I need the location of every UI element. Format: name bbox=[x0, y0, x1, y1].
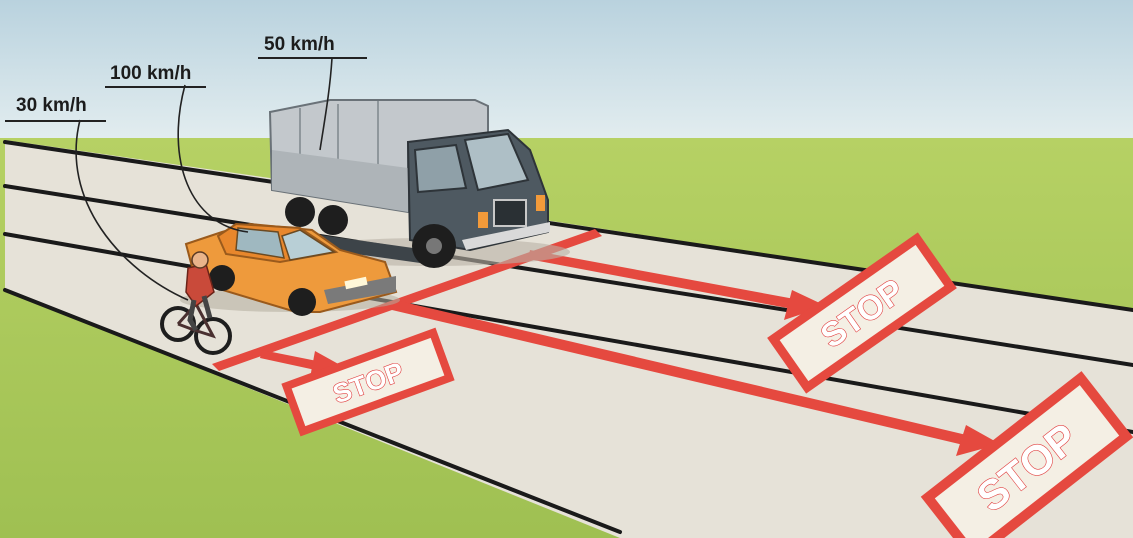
stopping-distance-markings bbox=[212, 229, 1000, 456]
leader-line-truck bbox=[319, 57, 333, 151]
bicycle-wheel-front bbox=[194, 317, 232, 355]
truck-windshield bbox=[463, 132, 530, 192]
truck bbox=[268, 99, 570, 268]
speed-label-cyclist: 30 km/h bbox=[16, 95, 87, 116]
car-windshield bbox=[281, 229, 336, 261]
sky bbox=[0, 0, 1133, 145]
label-leader-lines bbox=[75, 57, 333, 301]
start-line bbox=[212, 229, 602, 371]
cyclist-stop-bar bbox=[260, 350, 322, 371]
stop-marking-truck: STOP bbox=[767, 232, 957, 394]
truck-wheel-rear-1 bbox=[285, 197, 315, 227]
car-stop-arrow bbox=[956, 425, 1000, 456]
car bbox=[180, 222, 400, 316]
truck-wheel-rear-2 bbox=[318, 205, 348, 235]
truck-stop-bar bbox=[528, 250, 800, 310]
stop-marking-cyclist: STOP bbox=[281, 327, 455, 437]
leader-line-cyclist bbox=[75, 119, 189, 301]
speed-label-car: 100 km/h bbox=[110, 63, 191, 84]
car-wheel-front bbox=[288, 288, 316, 316]
lane-line-1 bbox=[3, 184, 1133, 367]
car-stop-bar bbox=[392, 300, 975, 447]
cyclist bbox=[160, 251, 232, 355]
cyclist-head bbox=[191, 251, 209, 269]
label-underlines bbox=[5, 57, 367, 122]
truck-stop-arrow bbox=[784, 290, 826, 320]
leader-line-car bbox=[177, 84, 249, 233]
car-wheel-rear bbox=[209, 265, 235, 291]
truck-grille bbox=[493, 199, 527, 227]
speed-label-truck: 50 km/h bbox=[264, 34, 335, 55]
